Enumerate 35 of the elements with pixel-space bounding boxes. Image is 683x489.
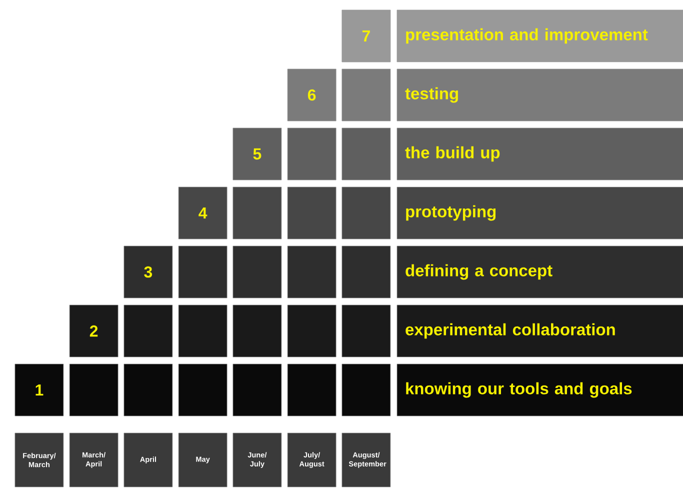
step-number-box: 3 xyxy=(124,246,173,298)
grid-cell xyxy=(69,364,118,416)
grid-cell xyxy=(287,364,336,416)
grid-cell xyxy=(287,186,336,240)
grid-cell xyxy=(232,364,282,416)
phase-band: knowing our tools and goals xyxy=(396,364,683,416)
grid-cell xyxy=(232,246,282,298)
step-number-box: 4 xyxy=(178,186,228,240)
grid-cell xyxy=(232,304,282,358)
grid-cell xyxy=(124,304,173,358)
grid-cell xyxy=(342,128,391,180)
grid-cell xyxy=(342,304,391,358)
grid-cell xyxy=(178,364,228,416)
phase-band: testing xyxy=(396,68,683,122)
grid-cell xyxy=(124,364,173,416)
phase-band: the build up xyxy=(396,128,683,180)
grid-cell xyxy=(342,186,391,240)
step-number-box: 2 xyxy=(69,304,118,358)
phase-band: presentation and improvement xyxy=(396,10,683,62)
grid-cell xyxy=(342,364,391,416)
phase-band: defining a concept xyxy=(396,246,683,298)
step-number-box: 1 xyxy=(14,364,64,416)
grid-cell xyxy=(287,304,336,358)
grid-cell xyxy=(178,304,228,358)
step-number-box: 7 xyxy=(342,10,391,62)
phase-band: prototyping xyxy=(396,186,683,240)
phase-band: experimental collaboration xyxy=(396,304,683,358)
grid-cell xyxy=(342,246,391,298)
grid-cell xyxy=(178,246,228,298)
grid-cell xyxy=(232,186,282,240)
grid-cell xyxy=(287,128,336,180)
grid-cell xyxy=(287,246,336,298)
step-number-box: 5 xyxy=(232,128,282,180)
grid-cell xyxy=(342,68,391,122)
step-number-box: 6 xyxy=(287,68,336,122)
